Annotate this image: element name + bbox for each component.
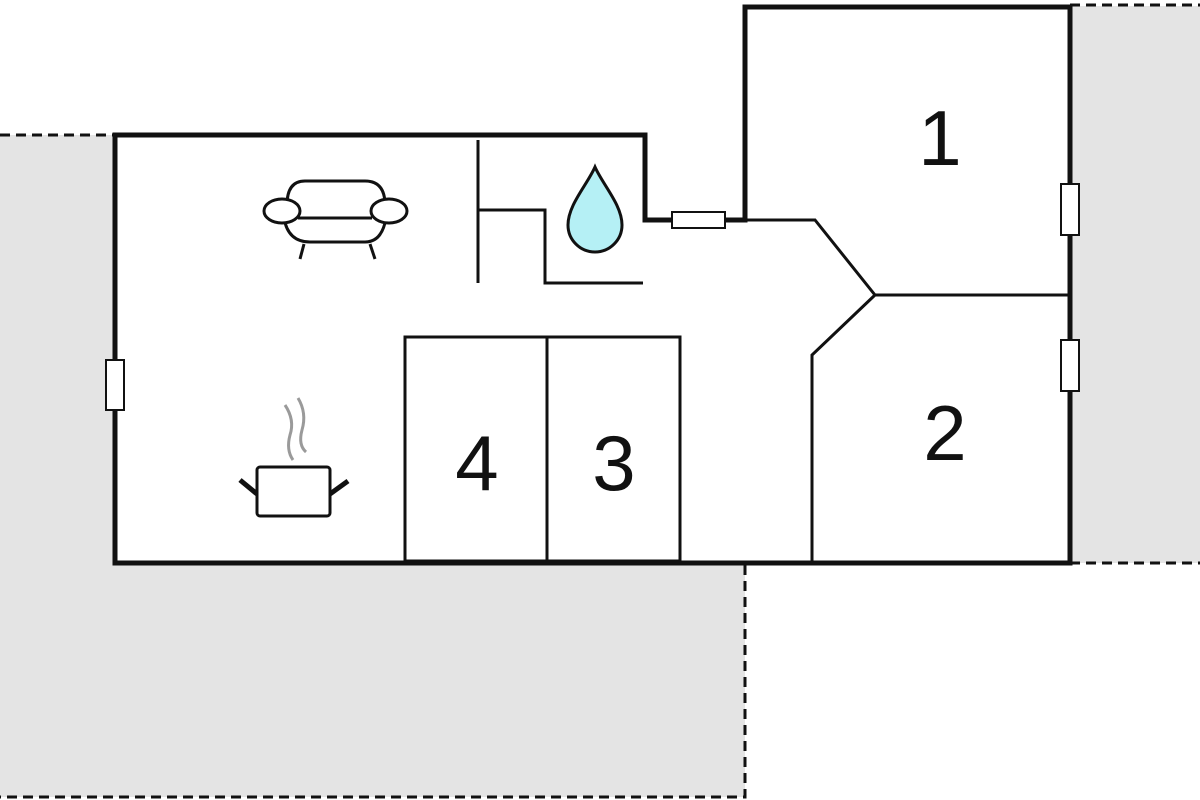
terrace-areas xyxy=(0,6,1200,797)
exterior-walls xyxy=(112,4,1073,566)
cooking-pot-icon xyxy=(238,397,350,518)
windows xyxy=(105,183,1080,411)
window-left xyxy=(105,359,125,411)
room-label-1: 1 xyxy=(918,94,961,182)
terrace-left xyxy=(0,135,115,565)
steam-icon xyxy=(283,397,308,461)
terrace-right xyxy=(1070,6,1200,563)
interior-walls xyxy=(403,140,1068,563)
water-drop-icon xyxy=(566,163,624,254)
window-top xyxy=(671,211,726,229)
room-label-4: 4 xyxy=(455,419,498,507)
sofa-icon xyxy=(262,179,409,260)
terrace-bottom xyxy=(0,563,745,797)
window-right-upper xyxy=(1060,183,1080,236)
room-label-2: 2 xyxy=(923,389,966,477)
window-right-lower xyxy=(1060,339,1080,392)
terrace-dashed-borders xyxy=(0,3,1200,799)
room-label-3: 3 xyxy=(592,419,635,507)
